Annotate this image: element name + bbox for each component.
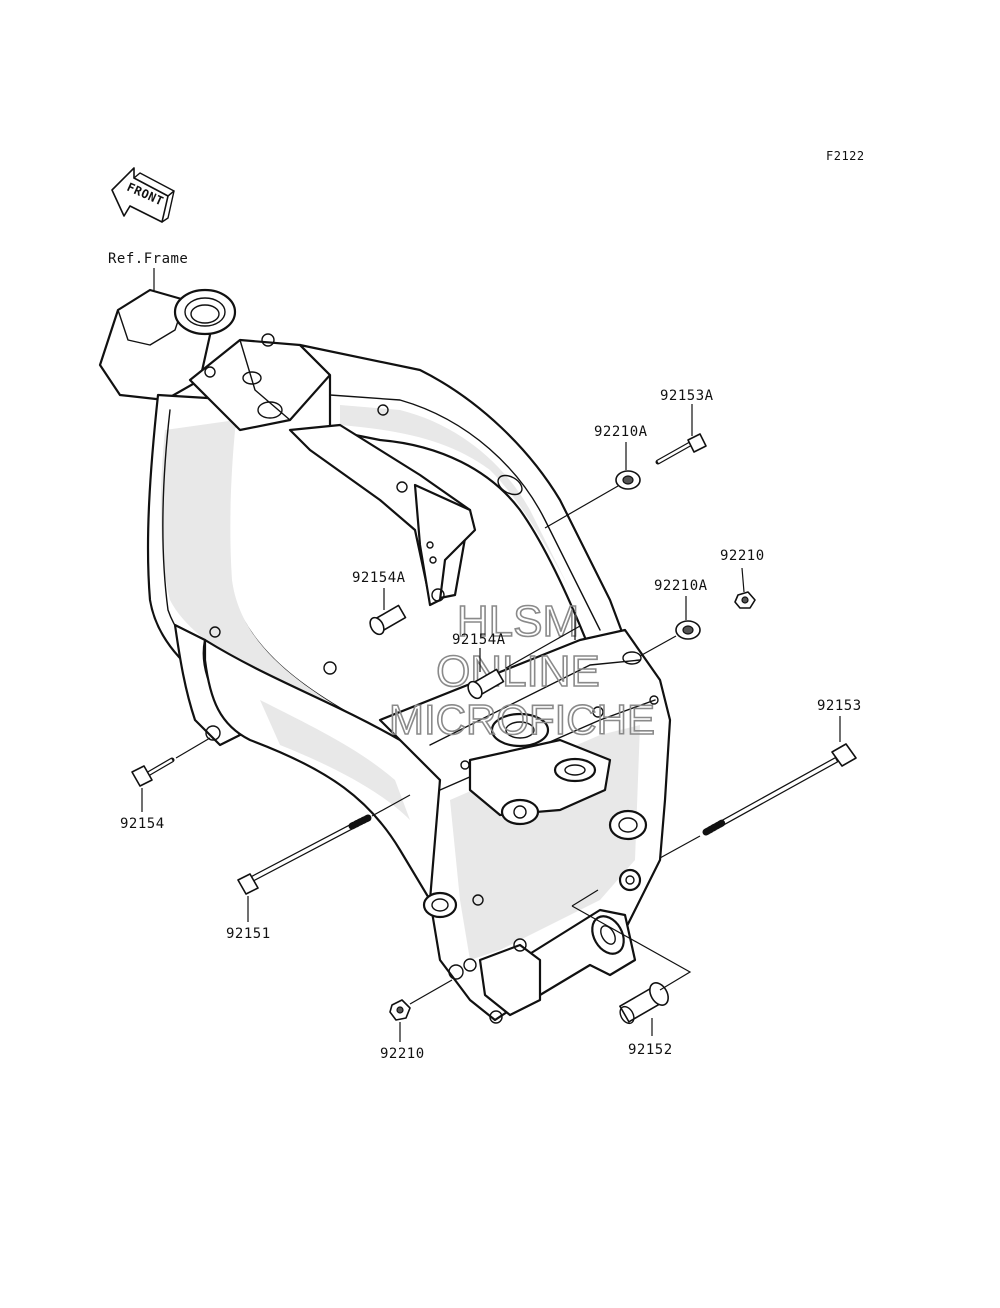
part-label-92153a: 92153A: [660, 388, 714, 404]
part-label-92210-upper: 92210: [720, 548, 765, 564]
adjuster-bolt-92152: [619, 982, 669, 1025]
watermark-line-3: MICROFICHE: [389, 696, 655, 743]
bolt-92153a: [655, 433, 707, 465]
motorcycle-frame: [98, 288, 672, 1024]
part-label-92154a-upper: 92154A: [352, 570, 406, 586]
part-label-92151: 92151: [226, 926, 271, 942]
bolt-92154a-upper: [369, 604, 407, 636]
part-label-92210a-lower: 92210A: [654, 578, 708, 594]
watermark-line-2: ONLINE: [436, 647, 600, 696]
part-label-92210a-upper: 92210A: [594, 424, 648, 440]
bolt-92153: [702, 743, 857, 836]
front-direction-arrow-icon: FRONT: [111, 167, 175, 223]
part-label-92210-lower: 92210: [380, 1046, 425, 1062]
leader-lines: [141, 404, 841, 1042]
part-label-92154: 92154: [120, 816, 165, 832]
bolt-92154: [131, 757, 175, 787]
part-label-92154a-lower: 92154A: [452, 632, 506, 648]
part-label-92153: 92153: [817, 698, 862, 714]
bolt-92151: [237, 814, 372, 895]
bolt-92154a-lower: [467, 668, 505, 700]
part-labels: 92153A 92210A 92210 92210A 92154A 92154A…: [120, 388, 862, 1062]
part-label-92152: 92152: [628, 1042, 673, 1058]
nut-92210-upper: [734, 591, 756, 609]
nut-92210-lower: [389, 999, 411, 1021]
nut-92210a-lower: [675, 620, 701, 640]
figure-code: F2122: [826, 149, 865, 163]
ref-frame-label: Ref.Frame: [108, 251, 188, 267]
nut-92210a-upper: [615, 470, 641, 490]
